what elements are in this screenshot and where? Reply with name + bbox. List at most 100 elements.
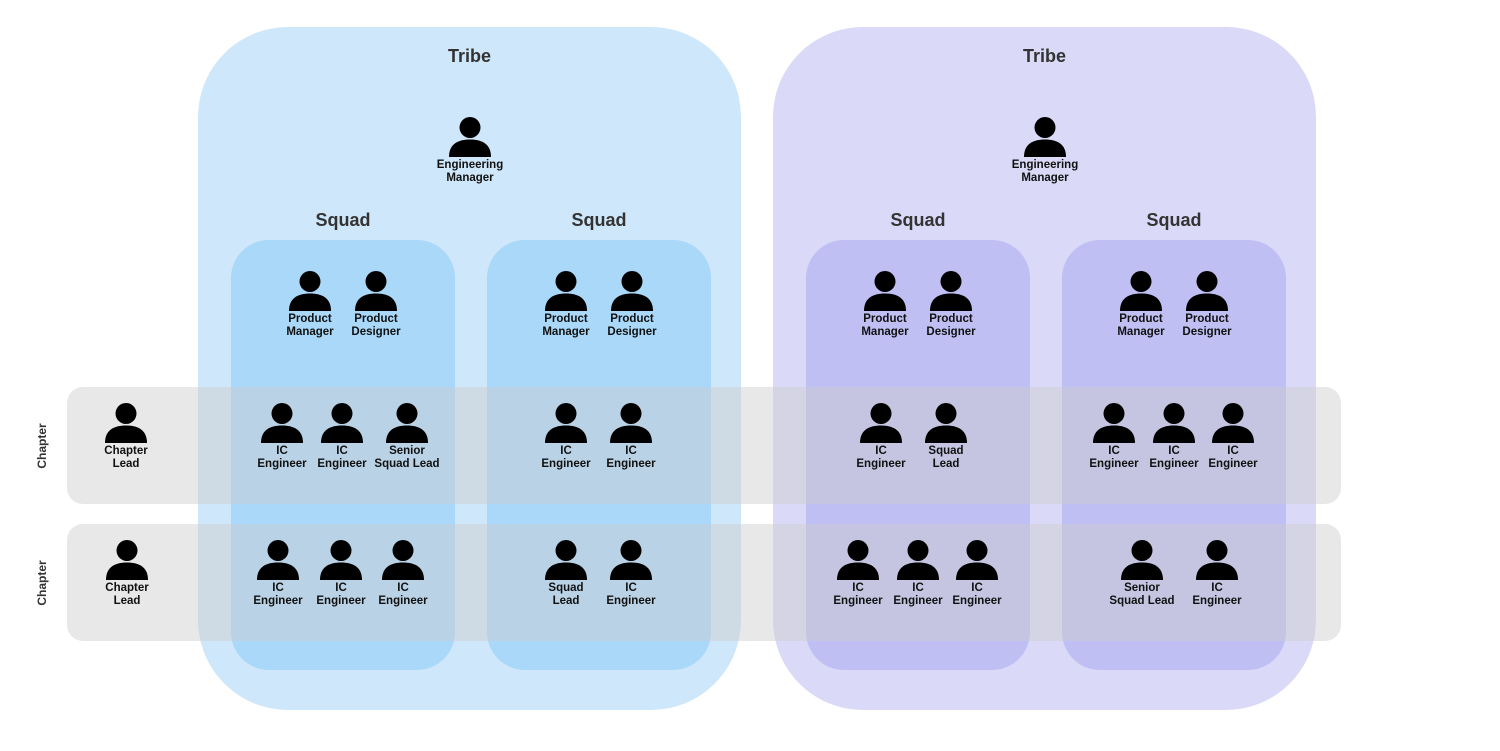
person-label: Engineering Manager [1011, 159, 1079, 184]
person-label: Product Manager [861, 313, 909, 338]
person-icon [906, 403, 986, 443]
person-icon [1193, 403, 1273, 443]
person-icon [86, 403, 166, 443]
person-icon [526, 403, 606, 443]
chapter-label: Chapter [35, 559, 49, 606]
squad-box [1062, 240, 1286, 670]
person-icon [937, 540, 1017, 580]
person-label: IC Engineer [952, 582, 1002, 607]
person-label: Product Designer [351, 313, 401, 338]
person-label: IC Engineer [606, 582, 656, 607]
tribe-title: Tribe [1022, 46, 1066, 66]
person-icon [270, 271, 350, 311]
squad-lead-role: Product Designer [911, 271, 991, 339]
squad-lead-role: Product Designer [1167, 271, 1247, 339]
person-icon [878, 540, 958, 580]
person-label: IC Engineer [833, 582, 883, 607]
chapter-member: IC Engineer [1134, 403, 1214, 471]
person-icon [1177, 540, 1257, 580]
squad-box [231, 240, 455, 670]
squad-lead-role: Product Manager [270, 271, 350, 339]
person-label: Product Designer [926, 313, 976, 338]
person-icon [591, 403, 671, 443]
squad-title: Squad [571, 210, 627, 230]
person-label: IC Engineer [316, 582, 366, 607]
person-icon [526, 271, 606, 311]
person-label: Senior Squad Lead [374, 445, 440, 470]
person-label: Product Manager [1117, 313, 1165, 338]
squad-lead-role: Product Manager [1101, 271, 1181, 339]
person-label: Squad Lead [548, 582, 584, 607]
chapter-member: IC Engineer [302, 403, 382, 471]
chapter-member: IC Engineer [238, 540, 318, 608]
person-label: IC Engineer [541, 445, 591, 470]
chapter-member: Senior Squad Lead [1102, 540, 1182, 608]
person-label: IC Engineer [317, 445, 367, 470]
person-icon [238, 540, 318, 580]
person-icon [1074, 403, 1154, 443]
person-icon [87, 540, 167, 580]
person-label: Chapter Lead [104, 445, 148, 470]
person-icon [1005, 117, 1085, 157]
squad-lead-role: Product Designer [336, 271, 416, 339]
person-label: IC Engineer [257, 445, 307, 470]
squad-title: Squad [890, 210, 946, 230]
squad-lead-role: Product Designer [592, 271, 672, 339]
engineering-manager: Engineering Manager [430, 117, 510, 185]
person-icon [1134, 403, 1214, 443]
person-icon [1167, 271, 1247, 311]
person-icon [336, 271, 416, 311]
squad-lead-role: Product Manager [526, 271, 606, 339]
person-icon [301, 540, 381, 580]
person-label: Chapter Lead [105, 582, 149, 607]
person-label: IC Engineer [856, 445, 906, 470]
squad-title: Squad [1146, 210, 1202, 230]
chapter-label: Chapter [35, 422, 49, 469]
chapter-member: Squad Lead [526, 540, 606, 608]
chapter-member: IC Engineer [591, 540, 671, 608]
person-icon [841, 403, 921, 443]
chapter-member: IC Engineer [818, 540, 898, 608]
person-label: Engineering Manager [436, 159, 504, 184]
chapter-member: IC Engineer [363, 540, 443, 608]
person-label: IC Engineer [1089, 445, 1139, 470]
person-label: IC Engineer [1208, 445, 1258, 470]
person-icon [845, 271, 925, 311]
chapter-member: IC Engineer [1074, 403, 1154, 471]
person-icon [302, 403, 382, 443]
chapter-member: IC Engineer [242, 403, 322, 471]
person-label: IC Engineer [606, 445, 656, 470]
person-icon [911, 271, 991, 311]
squad-lead-role: Product Manager [845, 271, 925, 339]
chapter-member: IC Engineer [301, 540, 381, 608]
person-label: Senior Squad Lead [1109, 582, 1175, 607]
person-icon [367, 403, 447, 443]
person-icon [1102, 540, 1182, 580]
person-label: Squad Lead [928, 445, 964, 470]
person-icon [818, 540, 898, 580]
person-label: IC Engineer [1149, 445, 1199, 470]
person-label: IC Engineer [253, 582, 303, 607]
chapter-lead: Chapter Lead [86, 403, 166, 471]
tribe-title: Tribe [447, 46, 491, 66]
person-label: Product Designer [1182, 313, 1232, 338]
person-label: IC Engineer [378, 582, 428, 607]
chapter-member: IC Engineer [937, 540, 1017, 608]
squad-box [487, 240, 711, 670]
chapter-member: IC Engineer [841, 403, 921, 471]
chapter-lead: Chapter Lead [87, 540, 167, 608]
engineering-manager: Engineering Manager [1005, 117, 1085, 185]
chapter-member: Senior Squad Lead [367, 403, 447, 471]
person-icon [430, 117, 510, 157]
chapter-member: IC Engineer [526, 403, 606, 471]
person-label: Product Manager [542, 313, 590, 338]
person-icon [1101, 271, 1181, 311]
person-label: IC Engineer [893, 582, 943, 607]
person-icon [592, 271, 672, 311]
chapter-member: IC Engineer [591, 403, 671, 471]
squad-title: Squad [315, 210, 371, 230]
person-label: IC Engineer [1192, 582, 1242, 607]
person-icon [363, 540, 443, 580]
chapter-member: IC Engineer [1193, 403, 1273, 471]
person-icon [526, 540, 606, 580]
